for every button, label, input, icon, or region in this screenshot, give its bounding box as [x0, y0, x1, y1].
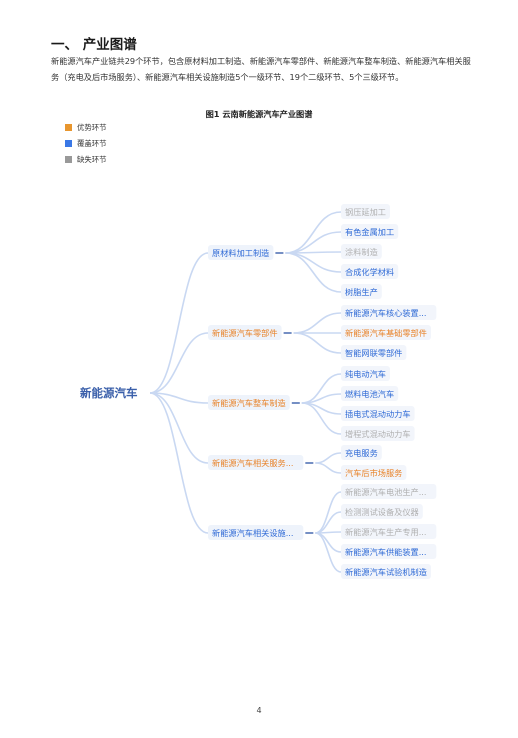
legend-swatch-covered — [65, 139, 72, 147]
legend-swatch-advantage — [65, 123, 72, 131]
leaf-node: 合成化学材料 — [345, 267, 394, 277]
leaf-node-bg — [341, 345, 407, 360]
leaf-node: 新能源汽车电池生产... — [345, 487, 427, 497]
intro-paragraph: 新能源汽车产业链共29个环节，包含原材料加工制造、新能源汽车零部件、新能源汽车整… — [51, 56, 471, 82]
leaf-node-bg — [341, 484, 437, 499]
leaf-node: 新能源汽车基础零部件 — [345, 328, 427, 338]
leaf-node-bg — [341, 204, 390, 219]
leaf-node: 智能网联零部件 — [345, 348, 402, 358]
legend-swatch-missing — [65, 155, 72, 163]
leaf-node: 充电服务 — [345, 448, 378, 458]
leaf-node-bg — [341, 406, 415, 421]
branch-node: 新能源汽车整车制造 — [212, 398, 286, 408]
leaf-node: 新能源汽车试验机制造 — [345, 567, 427, 577]
leaf-node-bg — [341, 244, 382, 259]
leaf-node-bg — [341, 366, 390, 381]
legend-label: 覆盖环节 — [77, 138, 107, 148]
leaf-node: 新能源汽车供能装置... — [345, 547, 427, 557]
mindmap-root: 新能源汽车 — [80, 386, 138, 400]
leaf-node-bg — [341, 264, 399, 279]
leaf-node: 新能源汽车生产专用... — [345, 527, 427, 537]
branch-node: 原材料加工制造 — [212, 248, 269, 258]
leaf-node-bg — [341, 564, 431, 579]
branch-leaf-link — [315, 532, 342, 573]
leaf-node: 燃料电池汽车 — [345, 389, 394, 399]
leaf-node: 树脂生产 — [345, 287, 378, 297]
figure-title: 图1 云南新能源汽车产业图谱 — [205, 109, 313, 119]
branch-leaf-link — [285, 252, 342, 293]
branch-node-bg — [208, 525, 304, 540]
section-heading: 一、 产业图谱 — [51, 37, 137, 53]
branch-node-bg — [208, 325, 282, 340]
branch-leaf-link — [293, 332, 342, 354]
leaf-node-bg — [341, 386, 399, 401]
leaf-node-bg — [341, 284, 382, 299]
branch-leaf-link — [315, 511, 342, 534]
root-branch-link — [149, 332, 209, 394]
branch-leaf-link — [285, 231, 342, 254]
leaf-node: 汽车后市场服务 — [345, 468, 402, 478]
branch-leaf-link — [315, 532, 342, 553]
branch-node-bg — [208, 455, 304, 470]
branch-leaf-link — [293, 312, 342, 334]
leaf-node: 钢压延加工 — [345, 207, 386, 217]
leaf-node-bg — [341, 224, 399, 239]
branch-leaf-link — [301, 402, 342, 435]
branch-leaf-link — [285, 252, 342, 273]
legend-label: 优势环节 — [77, 122, 107, 132]
legend-label: 缺失环节 — [77, 154, 107, 164]
leaf-node-bg — [341, 305, 437, 320]
leaf-node: 涂料制造 — [345, 247, 378, 257]
branch-node: 新能源汽车相关设施... — [212, 528, 294, 538]
branch-node: 新能源汽车相关服务... — [212, 458, 294, 468]
leaf-node-bg — [341, 504, 423, 519]
branch-node: 新能源汽车零部件 — [212, 328, 278, 338]
leaf-node-bg — [341, 544, 437, 559]
root-branch-link — [149, 252, 209, 394]
root-branch-link — [149, 392, 209, 534]
page-number: 4 — [256, 706, 262, 715]
branch-node-bg — [208, 245, 274, 260]
legend-item-advantage: 优势环节 — [65, 119, 107, 135]
leaf-node-bg — [341, 426, 415, 441]
leaf-node: 有色金属加工 — [345, 227, 394, 237]
leaf-node: 新能源汽车核心装置... — [345, 308, 427, 318]
legend-item-covered: 覆盖环节 — [65, 135, 107, 151]
branch-leaf-link — [315, 452, 342, 464]
leaf-node: 插电式混动动力车 — [345, 409, 411, 419]
leaf-node: 增程式混动动力车 — [345, 429, 411, 439]
leaf-node: 检测测试设备及仪器 — [345, 507, 419, 517]
leaf-node: 纯电动汽车 — [345, 369, 386, 379]
leaf-node-bg — [341, 325, 431, 340]
root-branch-link — [149, 392, 209, 404]
legend-item-missing: 缺失环节 — [65, 151, 107, 167]
legend: 优势环节 覆盖环节 缺失环节 — [65, 119, 107, 167]
leaf-node-bg — [341, 445, 382, 460]
leaf-node-bg — [341, 524, 437, 539]
leaf-node-bg — [341, 465, 407, 480]
branch-node-bg — [208, 395, 290, 410]
branch-leaf-link — [315, 462, 342, 474]
root-branch-link — [149, 392, 209, 464]
